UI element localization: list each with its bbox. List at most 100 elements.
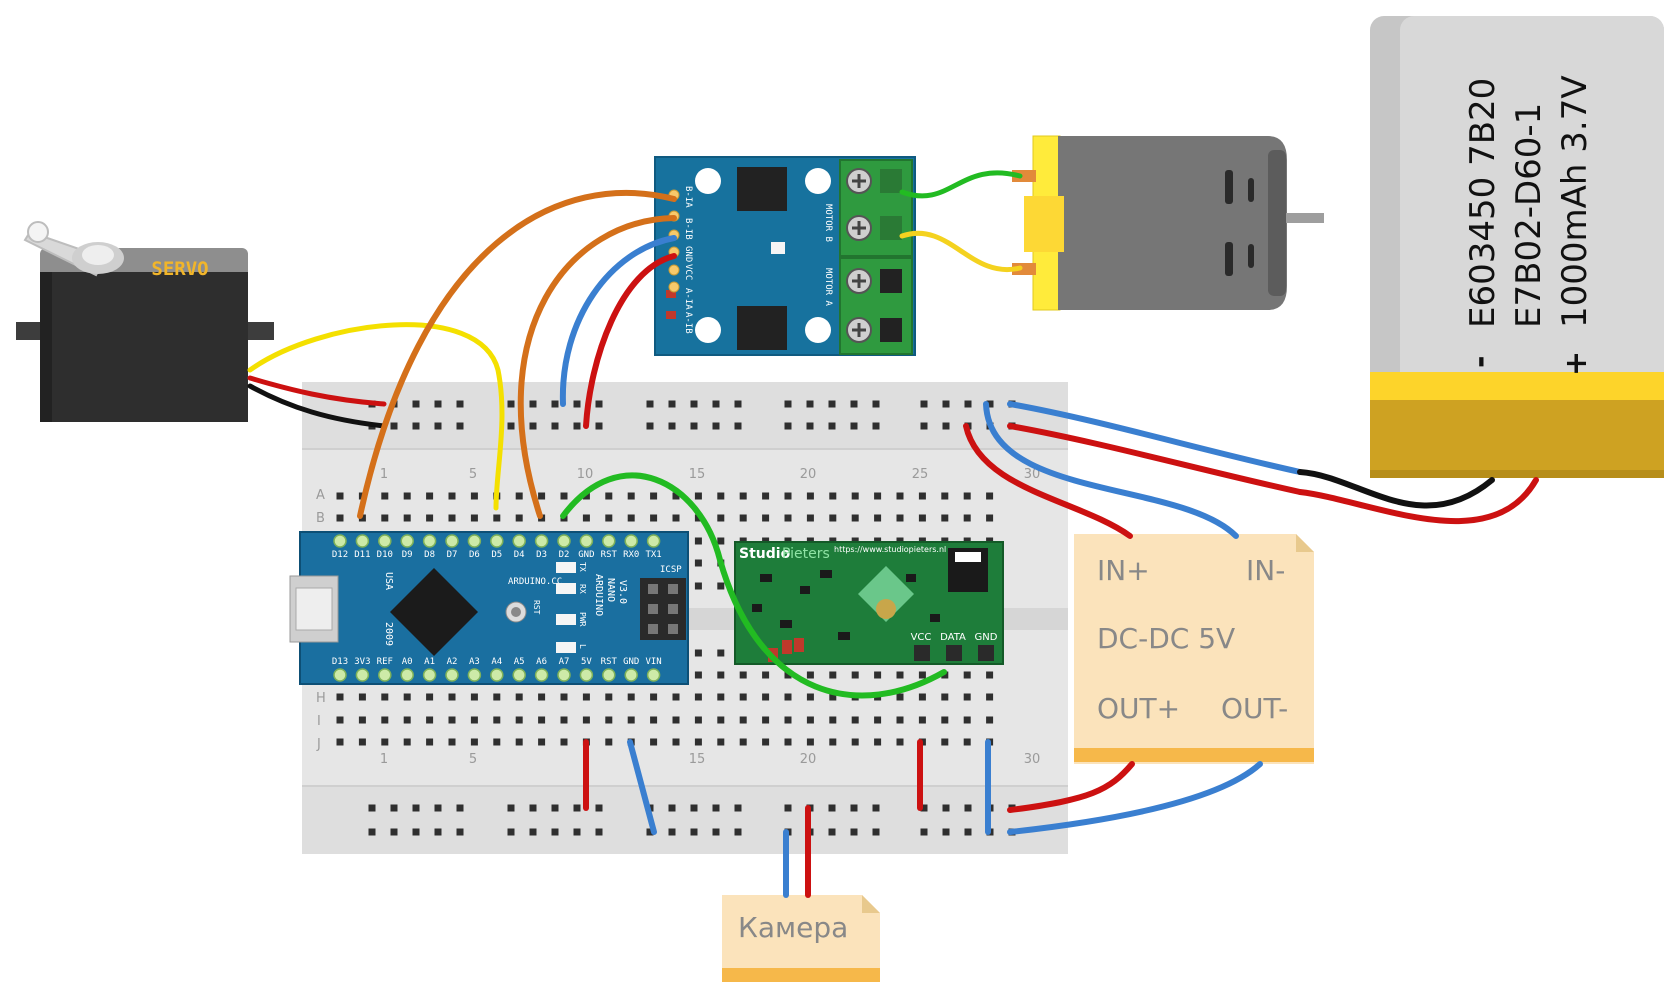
breadboard-hole	[515, 738, 523, 746]
breadboard-hole	[336, 693, 344, 701]
arduino-pin	[602, 534, 616, 548]
breadboard-hole	[694, 671, 702, 679]
driver-chip-b	[737, 167, 787, 211]
breadboard-hole	[538, 693, 546, 701]
breadboard-hole	[941, 492, 949, 500]
breadboard-hole	[896, 492, 904, 500]
breadboard-hole	[784, 492, 792, 500]
breadboard-hole	[426, 738, 434, 746]
breadboard-hole	[336, 738, 344, 746]
led-label: PWR	[578, 612, 587, 627]
breadboard-hole	[650, 738, 658, 746]
breadboard-hole	[336, 492, 344, 500]
row-label-h: H	[316, 691, 326, 706]
battery-minus: -	[1463, 356, 1498, 368]
arduino-pin-label: D3	[536, 550, 547, 560]
breadboard-hole	[470, 693, 478, 701]
breadboard-hole	[493, 693, 501, 701]
arduino-pin-label: A1	[424, 657, 435, 667]
breadboard-hole	[694, 716, 702, 724]
breadboard-hole	[650, 716, 658, 724]
breadboard-hole	[668, 400, 676, 408]
breadboard-hole	[507, 422, 515, 430]
breadboard-hole	[470, 492, 478, 500]
icsp-label: ICSP	[660, 565, 682, 575]
breadboard-hole	[434, 400, 442, 408]
breadboard-hole	[828, 828, 836, 836]
arduino-pin	[333, 668, 347, 682]
breadboard-hole	[717, 649, 725, 657]
breadboard-hole	[381, 738, 389, 746]
breadboard-hole	[582, 492, 590, 500]
sensor-pin-vcc: VCC	[911, 632, 932, 643]
breadboard-hole	[493, 716, 501, 724]
servo: SERVO	[16, 221, 274, 422]
breadboard-hole	[712, 804, 720, 812]
breadboard-hole	[739, 671, 747, 679]
breadboard-hole	[963, 693, 971, 701]
breadboard-hole	[918, 693, 926, 701]
pin-label: GND	[683, 246, 693, 262]
breadboard-hole	[529, 400, 537, 408]
year-label: 2009	[383, 622, 394, 646]
breadboard-hole	[734, 400, 742, 408]
col-number: 5	[469, 752, 477, 767]
arduino-pin	[579, 534, 594, 548]
arduino-pin-label: GND	[623, 657, 639, 667]
servo-wire-black	[247, 383, 387, 429]
breadboard-hole	[694, 492, 702, 500]
battery-line-3: 1000mAh 3.7V	[1555, 75, 1595, 328]
arduino-pin-label: D11	[354, 550, 370, 560]
arduino-pin-label: D8	[424, 550, 435, 560]
breadboard-hole	[470, 716, 478, 724]
arduino-pin	[602, 668, 616, 682]
breadboard-hole	[806, 400, 814, 408]
breadboard-hole	[739, 514, 747, 522]
breadboard-hole	[712, 400, 720, 408]
pin-label: B-IB	[683, 218, 693, 240]
breadboard-hole	[828, 804, 836, 812]
driver-chip-a	[737, 306, 787, 350]
breadboard-hole	[694, 649, 702, 657]
breadboard-hole	[668, 828, 676, 836]
breadboard-hole	[560, 492, 568, 500]
battery-line-1: E603450 7B20	[1463, 78, 1503, 328]
arduino-pin-label: REF	[377, 657, 393, 667]
col-number: 30	[1024, 752, 1041, 767]
breadboard-hole	[456, 804, 464, 812]
wire-red-driver	[583, 253, 677, 429]
arduino-pin-label: RST	[601, 550, 618, 560]
arduino-pin	[467, 668, 482, 682]
pin-label: A-IB	[683, 312, 693, 334]
motor-b-label: MOTOR B	[823, 204, 833, 242]
breadboard-hole	[605, 492, 613, 500]
breadboard-hole	[582, 716, 590, 724]
breadboard-hole	[963, 716, 971, 724]
breadboard-hole	[529, 422, 537, 430]
breadboard-hole	[963, 492, 971, 500]
breadboard-hole	[851, 671, 859, 679]
breadboard-hole	[739, 492, 747, 500]
breadboard-hole	[942, 828, 950, 836]
breadboard-hole	[426, 716, 434, 724]
sensor-pin-gnd: GND	[975, 632, 998, 643]
breadboard-hole	[896, 738, 904, 746]
arduino-pin	[534, 534, 549, 548]
breadboard-hole	[605, 514, 613, 522]
breadboard-hole	[872, 422, 880, 430]
breadboard-hole	[806, 492, 814, 500]
breadboard-hole	[507, 400, 515, 408]
arduino-pin	[646, 668, 661, 682]
breadboard-hole	[829, 716, 837, 724]
breadboard-hole	[672, 738, 680, 746]
breadboard-hole	[573, 804, 581, 812]
breadboard-hole	[829, 671, 837, 679]
arduino-pin	[422, 534, 437, 548]
breadboard-hole	[412, 828, 420, 836]
breadboard-col-numbers-bottom: 1 5 15 20 30	[380, 752, 1040, 767]
sensor-url: https://www.studiopieters.nl	[834, 545, 946, 554]
arduino-pin-label: D4	[514, 550, 525, 560]
breadboard-hole	[551, 828, 559, 836]
breadboard-hole	[672, 492, 680, 500]
